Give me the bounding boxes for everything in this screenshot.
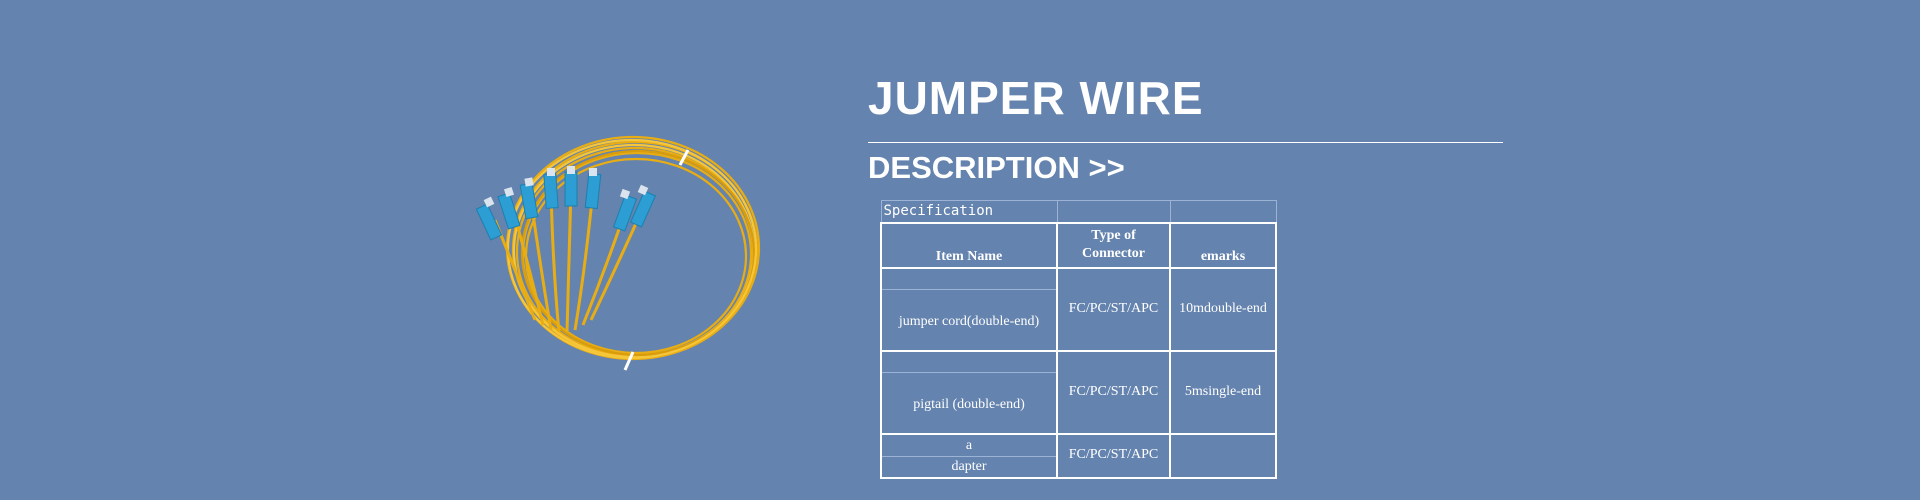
table-row: jumper cord(double-end) FC/PC/ST/APC 10m…: [880, 266, 1277, 352]
row-item-cell: jumper cord(double-end): [880, 266, 1058, 352]
title-divider: [868, 142, 1503, 143]
row-item-name: jumper cord(double-end): [898, 313, 1040, 329]
row-item-cell: a dapter: [880, 432, 1058, 479]
spec-table-container: Specification Item Name Type of Connecto…: [880, 200, 1277, 479]
header-item-name-label: Item Name: [935, 248, 1003, 264]
header-remarks: emarks: [1169, 221, 1277, 269]
table-row: a dapter FC/PC/ST/APC: [880, 432, 1277, 479]
page-title: JUMPER WIRE: [868, 72, 1204, 124]
row-connector: FC/PC/ST/APC: [1056, 349, 1171, 435]
header-connector-line2: Connector: [1082, 246, 1145, 261]
row-connector: FC/PC/ST/APC: [1056, 266, 1171, 352]
header-remarks-label: emarks: [1200, 248, 1246, 264]
header-connector-type: Type of Connector: [1056, 221, 1171, 269]
row-connector: FC/PC/ST/APC: [1056, 432, 1171, 479]
spec-empty-cell: [1169, 200, 1277, 223]
description-heading: DESCRIPTION >>: [868, 150, 1125, 185]
spec-label: Specification: [880, 200, 1058, 223]
row-item-line2: dapter: [951, 458, 987, 474]
row-remarks: 5msingle-end: [1169, 349, 1277, 435]
fiber-jumper-coil-image: [475, 135, 761, 371]
row-remarks: 10mdouble-end: [1169, 266, 1277, 352]
row-remarks: [1169, 432, 1277, 479]
row-item-cell: pigtail (double-end): [880, 349, 1058, 435]
row-item-line1: a: [882, 435, 1056, 457]
header-connector-line1: Type of: [1091, 228, 1136, 243]
header-item-name: Item Name: [880, 221, 1058, 269]
spec-table: Specification Item Name Type of Connecto…: [880, 200, 1277, 479]
table-row: pigtail (double-end) FC/PC/ST/APC 5msing…: [880, 349, 1277, 435]
spec-empty-cell: [1056, 200, 1171, 223]
row-item-name: pigtail (double-end): [913, 396, 1025, 412]
